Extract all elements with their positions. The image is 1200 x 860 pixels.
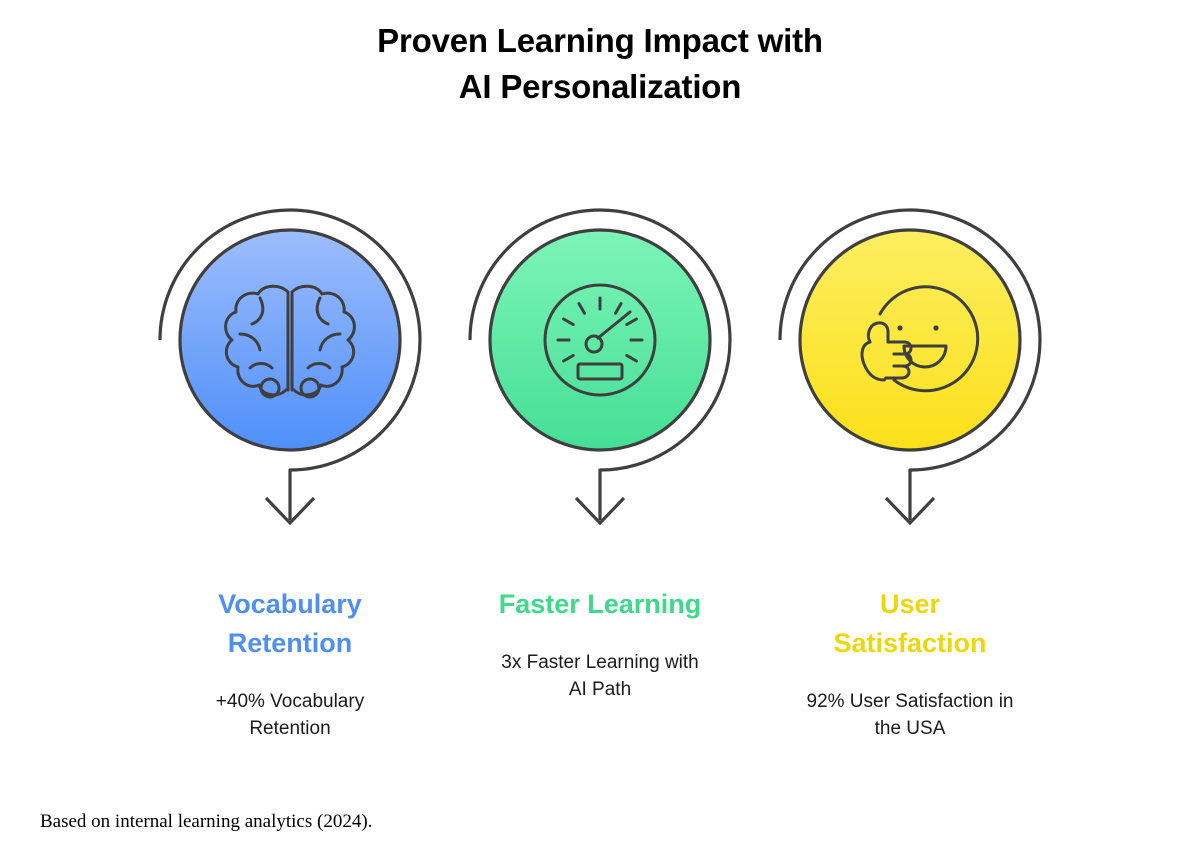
column-faster-learning <box>460 190 740 550</box>
headline-vocabulary-retention: Vocabulary Retention <box>218 589 362 658</box>
title-line-2: AI Personalization <box>458 67 742 105</box>
headline-faster-learning: Faster Learning <box>498 589 702 619</box>
badge-circle-1 <box>178 228 402 452</box>
arrow-connector-1 <box>158 208 422 526</box>
description-faster-learning: 3x Faster Learning with AI Path <box>501 651 699 700</box>
badge-user-satisfaction[interactable] <box>770 190 1050 550</box>
badge-vocabulary-retention[interactable] <box>150 190 430 550</box>
badge-row <box>150 190 1050 550</box>
badge-graphic-3 <box>778 208 1042 526</box>
title-line-1: Proven Learning Impact with <box>377 22 823 59</box>
headline-user-satisfaction: User Satisfaction <box>833 589 987 658</box>
arrow-connector-3 <box>778 208 1042 526</box>
description-vocabulary-retention: +40% Vocabulary Retention <box>215 690 365 739</box>
badge-graphic-1 <box>158 208 422 526</box>
page-title: Proven Learning Impact with AI Personali… <box>0 18 1200 109</box>
footnote: Based on internal learning analytics (20… <box>40 811 373 832</box>
description-user-satisfaction: 92% User Satisfaction in the USA <box>806 690 1014 739</box>
label-col-faster-learning: Faster Learning 3x Faster Learning with … <box>460 585 740 743</box>
label-col-vocabulary-retention: Vocabulary Retention +40% Vocabulary Ret… <box>150 585 430 743</box>
brain-icon <box>224 284 356 399</box>
arrow-connector-2 <box>468 208 732 526</box>
label-row: Vocabulary Retention +40% Vocabulary Ret… <box>150 585 1050 743</box>
label-col-user-satisfaction: User Satisfaction 92% User Satisfaction … <box>770 585 1050 743</box>
column-vocabulary-retention <box>150 190 430 550</box>
badge-graphic-2 <box>468 208 732 526</box>
speedometer-icon <box>543 283 657 397</box>
badge-circle-3 <box>798 228 1022 452</box>
column-user-satisfaction <box>770 190 1050 550</box>
badge-faster-learning[interactable] <box>460 190 740 550</box>
thumbs-up-smiley-icon <box>860 285 980 393</box>
